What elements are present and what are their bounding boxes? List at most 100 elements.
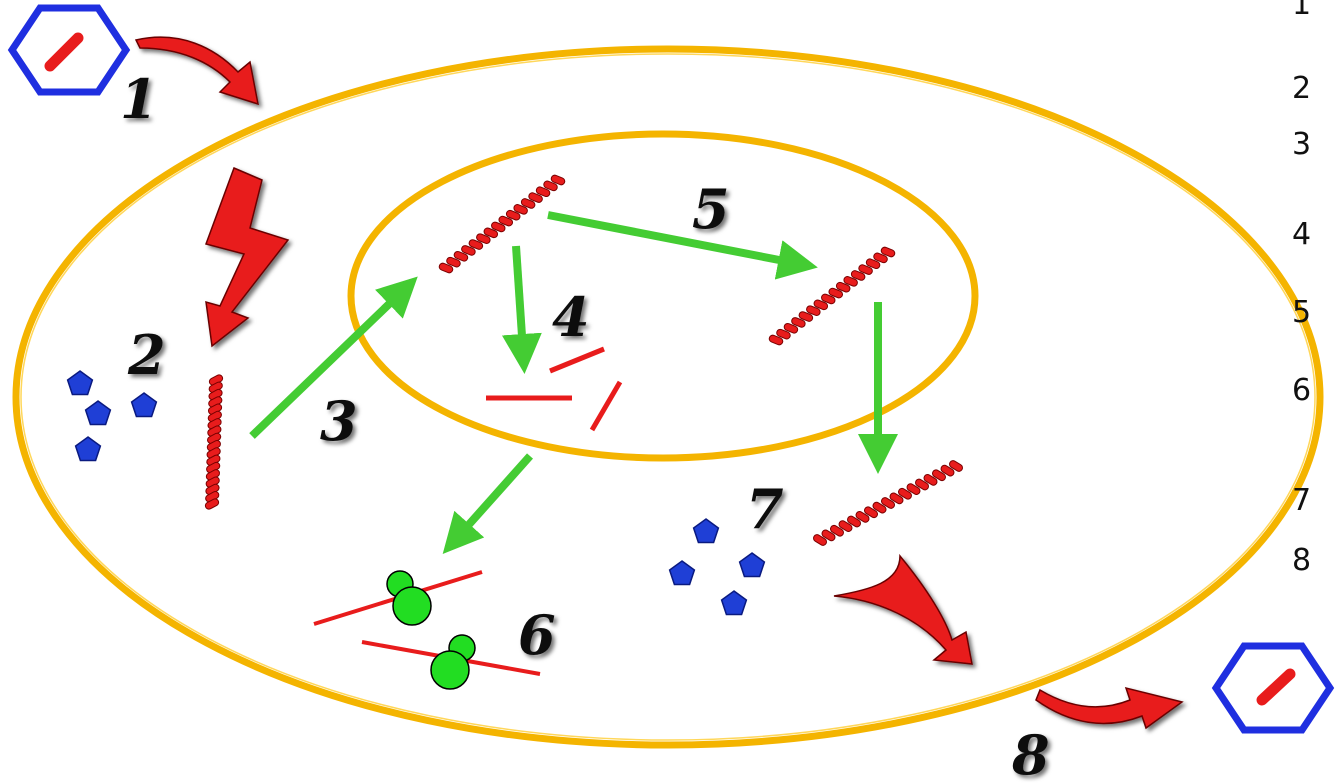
side-number-4: 4	[1292, 217, 1311, 252]
cell-membrane	[12, 45, 1324, 749]
rna-coil-segment	[798, 311, 814, 322]
protein-pentagon-icon	[74, 436, 102, 462]
protein-pentagon-icon	[130, 392, 158, 418]
rna-coil-segment	[453, 250, 469, 262]
rna-coil-segment	[835, 281, 851, 293]
ribosome-large-subunit	[392, 586, 432, 626]
rna-coil-segment	[491, 221, 506, 233]
virion-outgoing	[1211, 642, 1335, 734]
cell-membrane-inner-line	[20, 53, 1316, 741]
rna-coil-segment	[528, 192, 543, 203]
protein-pentagon-icon	[720, 590, 748, 616]
rna-coil-segment	[520, 198, 536, 209]
rna-coil-segment	[476, 233, 491, 244]
rna-coil-segment	[843, 276, 858, 287]
budding-arrow-icon	[833, 553, 973, 665]
step-label-7: 7	[746, 477, 784, 541]
side-number-1: 1	[1292, 0, 1311, 22]
release-arrow-icon	[1035, 686, 1184, 730]
ribosomes-translation	[313, 570, 541, 690]
rna-coil-segment	[855, 511, 870, 523]
rna-coil-segment	[889, 492, 904, 505]
rna-coil-segment	[864, 506, 878, 519]
rna-coil-segment	[535, 186, 551, 198]
translation-arrow	[442, 453, 533, 554]
rna-coil-segment	[898, 487, 912, 500]
uncoating-arrow-icon	[205, 166, 290, 348]
rna-coil-segment	[813, 299, 829, 311]
side-number-3: 3	[1292, 127, 1311, 162]
rna-coil-segment	[446, 256, 461, 268]
step-label-2: 2	[127, 323, 166, 387]
side-number-6: 6	[1292, 373, 1311, 408]
rna-coil-segment	[461, 245, 476, 256]
rna-coil-segment	[813, 534, 827, 546]
protein-pentagon-icon	[738, 552, 766, 578]
rna-coil-segment	[498, 215, 513, 227]
step-label-5: 5	[692, 177, 730, 241]
import-arrow	[249, 276, 418, 439]
rna-strand-export	[813, 460, 963, 546]
mrna-fragments	[486, 346, 623, 432]
side-number-list: 1 2 3 4 5 6 7 8	[1292, 0, 1311, 578]
rna-coil-segment	[949, 460, 963, 472]
step-label-8: 8	[1011, 723, 1050, 783]
side-number-2: 2	[1292, 71, 1311, 106]
rna-coil-segment	[468, 239, 484, 250]
rna-coil-segment	[850, 270, 866, 281]
entry-arrow-icon	[134, 36, 259, 106]
rna-coil-segment	[830, 524, 844, 537]
rna-strand-nucleus-a	[438, 174, 566, 274]
rna-coil-segment	[865, 258, 881, 270]
rna-coil-segment	[776, 328, 791, 340]
transcription-arrow	[501, 245, 542, 374]
capsid-hexagon-icon	[7, 4, 131, 96]
rna-coil-segment	[880, 246, 896, 258]
rna-coil-segment	[923, 474, 938, 486]
rna-coil-segment	[204, 498, 220, 510]
rna-strand-nucleus-b	[768, 246, 896, 346]
step-label-6: 6	[518, 603, 556, 667]
rna-coil-segment	[438, 262, 454, 274]
protein-pentagon-icon	[66, 370, 94, 396]
protein-pentagon-icon	[84, 400, 112, 426]
rna-coil-segment	[828, 287, 843, 299]
side-number-8: 8	[1292, 543, 1311, 578]
rna-coil-segment	[791, 317, 806, 328]
virion-incoming	[7, 4, 131, 96]
rna-coil-segment	[873, 252, 888, 264]
rna-coil-segment	[847, 515, 861, 528]
rna-coil-segment	[872, 501, 887, 514]
rna-coil-segment	[513, 204, 528, 215]
rna-coil-segment	[821, 293, 836, 305]
mrna-fragment	[549, 346, 605, 374]
side-number-7: 7	[1292, 483, 1311, 518]
rna-coil-segment	[505, 209, 521, 221]
rna-coil-segment	[838, 520, 853, 532]
viral-genome-segment	[1256, 668, 1296, 706]
protein-pentagon-icon	[692, 518, 720, 544]
rna-coil-segment	[940, 464, 955, 477]
process-arrows	[249, 211, 898, 554]
rna-coil-segment	[906, 483, 921, 495]
rna-coil-segment	[932, 469, 946, 482]
rna-coil-segment	[550, 174, 566, 186]
rna-coil-segment	[858, 264, 873, 275]
protein-pentagon-icon	[668, 560, 696, 586]
rna-strand-cytoplasm	[204, 374, 224, 510]
step-label-4: 4	[552, 285, 590, 349]
rna-coil-segment	[543, 180, 558, 192]
rna-coil-segment	[768, 334, 784, 346]
nucleus-membrane	[347, 130, 979, 462]
replication-arrow	[547, 211, 818, 280]
step-label-1: 1	[120, 67, 158, 131]
rna-coil-segment	[881, 497, 895, 509]
rna-coil-segment	[915, 478, 929, 491]
mrna-fragment	[589, 380, 623, 432]
viral-genome-segment	[44, 32, 84, 72]
step-label-3: 3	[320, 389, 358, 453]
side-number-5: 5	[1292, 295, 1311, 330]
ribosome-large-subunit	[430, 650, 470, 690]
capsid-hexagon-icon	[1211, 642, 1335, 734]
